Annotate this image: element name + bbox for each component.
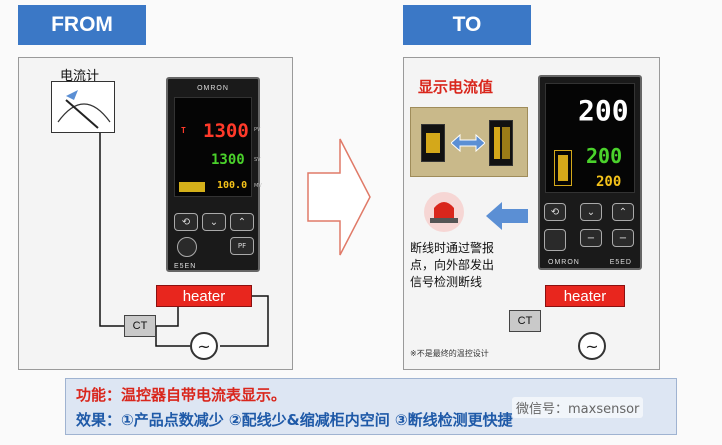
- chevron-down-icon: ⌄: [209, 216, 219, 228]
- mv-side-label: MV: [254, 183, 262, 189]
- brand-logo: OMRON: [197, 85, 229, 92]
- mv-readout: 100.0: [217, 180, 248, 191]
- current-indicator: [554, 150, 572, 186]
- mode-button-right[interactable]: ⟲: [544, 203, 566, 221]
- minus-icon: −: [586, 232, 596, 244]
- design-footnote: ※不是最终的温控设计: [410, 349, 489, 358]
- cycle-icon: ⟲: [181, 216, 191, 228]
- cycle-icon: ⟲: [550, 206, 560, 218]
- display-screen: 1300 1300 100.0 T: [174, 97, 252, 197]
- pf-icon: PF: [237, 242, 247, 250]
- ac-source-left: ~: [190, 332, 218, 360]
- level-button[interactable]: [177, 237, 197, 257]
- down-button[interactable]: ⌄: [202, 213, 226, 231]
- mini-display-left: [421, 124, 445, 162]
- from-tag: FROM: [18, 5, 146, 45]
- model-label: E5EN: [174, 263, 197, 270]
- t-indicator: T: [181, 126, 186, 135]
- ammeter-label: 电流计: [60, 69, 100, 84]
- ammeter: [51, 81, 115, 133]
- ammeter-dial-icon: [57, 90, 111, 129]
- pf-button[interactable]: PF: [230, 237, 254, 255]
- heater-block-left: heater: [156, 285, 252, 307]
- mv-readout-right: 200: [596, 174, 622, 190]
- alarm-note-line-1: 断线时通过警报: [410, 241, 495, 255]
- controller-e5ed: 200 200 200 ⟲ ⌄ ⌃ − − OMRON E5ED: [538, 75, 642, 270]
- pv-readout: 1300: [203, 120, 249, 142]
- mini-display-right: [489, 120, 513, 166]
- down-button-right[interactable]: ⌄: [580, 203, 602, 221]
- controller-e5en: OMRON 1300 1300 100.0 T PV SV MV ⟲ ⌄ ⌃ P…: [166, 77, 262, 272]
- alarm-note: 断线时通过警报 点，向外部发出 信号检测断线: [410, 240, 494, 291]
- to-tag: TO: [403, 5, 531, 45]
- alarm-light-icon: [424, 192, 464, 232]
- zoom-callout: [410, 107, 528, 177]
- right-arrow-icon: [307, 138, 371, 256]
- alarm-note-line-2: 点，向外部发出: [410, 258, 495, 272]
- heater-block-right: heater: [545, 285, 625, 307]
- function-line: 功能：温控器自带电流表显示。: [76, 386, 287, 404]
- show-current-title: 显示电流值: [418, 78, 494, 96]
- chevron-up-icon: ⌃: [237, 216, 247, 228]
- ct-box-left: CT: [124, 315, 156, 337]
- sv-side-label: SV: [254, 157, 261, 163]
- brand-logo-right: OMRON: [548, 259, 580, 266]
- alarm-note-line-3: 信号检测断线: [410, 275, 483, 289]
- wechat-watermark: 微信号：maxsensor: [512, 397, 644, 418]
- minus-icon: −: [618, 232, 628, 244]
- level-button-right[interactable]: [544, 229, 566, 251]
- ac-source-right: ~: [578, 332, 606, 360]
- chevron-down-icon: ⌄: [586, 206, 596, 218]
- pf-button-right[interactable]: −: [612, 229, 634, 247]
- shift-button-right[interactable]: −: [580, 229, 602, 247]
- sv-readout-right: 200: [586, 144, 623, 168]
- pv-readout-right: 200: [578, 94, 629, 127]
- mode-button[interactable]: ⟲: [174, 213, 198, 231]
- left-arrow-icon: [486, 202, 528, 230]
- sv-readout: 1300: [211, 152, 245, 168]
- model-label-right: E5ED: [609, 259, 632, 266]
- ct-box-right: CT: [509, 310, 541, 332]
- effect-line: 效果：①产品点数减少 ②配线少&缩减柜内空间 ③断线检测更快捷: [76, 411, 513, 429]
- up-button[interactable]: ⌃: [230, 213, 254, 231]
- pv-side-label: PV: [254, 127, 261, 133]
- double-arrow-icon: [451, 134, 485, 152]
- chevron-up-icon: ⌃: [618, 206, 628, 218]
- display-screen-right: 200 200 200: [545, 83, 635, 193]
- up-button-right[interactable]: ⌃: [612, 203, 634, 221]
- status-leds: [179, 182, 205, 192]
